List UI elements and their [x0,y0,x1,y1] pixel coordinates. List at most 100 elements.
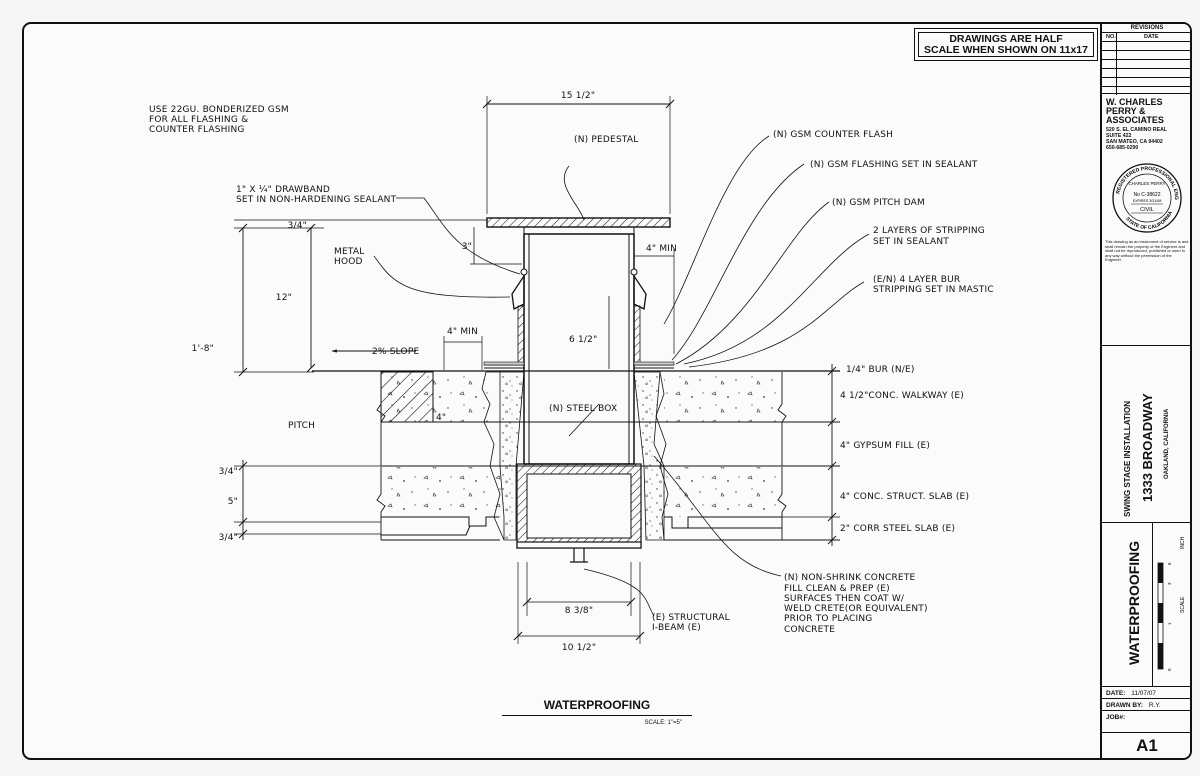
address-line: 650-685-0290 [1106,145,1139,151]
drawing-label: 8 3/8" [565,606,593,616]
address-line: 520 S. EL CAMINO REAL [1106,127,1168,133]
job-label: JOB#: [1106,714,1126,721]
stamp-discipline: CIVIL [1140,207,1154,213]
firm-name-line: ASSOCIATES [1106,115,1164,125]
scale-tick-label: 6 [1167,562,1172,565]
date-value: 11/07/07 [1131,690,1157,697]
drawing-label: 3/4" [288,221,307,231]
stamp-license-no: No C-38622 [1134,192,1161,198]
drawing-label: SET IN NON-HARDENING SEALANT [236,195,397,205]
drawing-label: 15 1/2" [561,91,595,101]
drawing-label: 1'-8" [192,344,214,354]
revisions-row [1102,51,1190,60]
drawing-label: 3" [462,242,472,252]
drawn-by-value: R.Y. [1148,702,1161,709]
drawing-label: 4" [436,413,446,423]
drawing-label: (N) GSM FLASHING SET IN SEALANT [810,160,978,170]
drawing-label: FOR ALL FLASHING & [149,115,248,125]
firm-name-line: PERRY & [1106,106,1146,116]
drawing-scale: SCALE: 1"=5" [644,720,682,727]
firm-info: W. CHARLES PERRY & ASSOCIATES 520 S. EL … [1102,94,1190,346]
half-scale-line-2: SCALE WHEN SHOWN ON 11x17 [924,44,1088,56]
revisions-row [1102,60,1190,69]
half-scale-note-box: DRAWINGS ARE HALF SCALE WHEN SHOWN ON 11… [914,28,1098,61]
firm-name: W. CHARLES PERRY & ASSOCIATES [1102,94,1190,125]
drawing-label: WELD CRETE(OR EQUIVALENT) [784,604,928,614]
revisions-row [1102,69,1190,78]
revisions-col-no: NO. [1106,34,1116,40]
drawing-label: 1" X ¼" DRAWBAND [236,185,330,195]
drawn-by-row: DRAWN BY: R.Y. [1102,699,1190,711]
ownership-disclaimer: This drawing as an instrument of service… [1105,239,1189,263]
revisions-row [1102,78,1190,87]
project-info: SWING STAGE INSTALLATION 1333 BROADWAY O… [1102,346,1190,523]
drawing-label: I-BEAM (E) [652,623,701,633]
drawing-info: DATE: 11/07/07 DRAWN BY: R.Y. JOB#: [1102,687,1190,733]
drawing-label: METAL [334,247,364,257]
sheet-number: A1 [1136,736,1158,755]
address-line: SAN MATEO, CA 94402 [1106,139,1163,145]
drawing-label: 4 1/2"CONC. WALKWAY (E) [840,391,964,401]
stamp-expiration: EXPIRES 3/31/08 [1133,199,1162,203]
drawing-label: 4" CONC. STRUCT. SLAB (E) [840,492,969,502]
scale-tick-label: 1 [1167,622,1172,625]
revisions-col-date: DATE [1144,34,1159,40]
drawing-label: USE 22GU. BONDERIZED GSM [149,105,289,115]
drawing-label: STRIPPING SET IN MASTIC [873,285,994,295]
revisions-header-row: NO. DATE [1102,33,1190,95]
revisions-row [1102,42,1190,51]
firm-address: 520 S. EL CAMINO REAL SUITE 422 SAN MATE… [1102,125,1190,151]
drawing-label: PITCH [288,421,315,431]
scale-label: SCALE [1180,596,1186,613]
job-row: JOB#: [1102,711,1190,723]
title-block: REVISIONS NO. DATE W. CHARLES PERRY & AS… [1100,24,1190,758]
drawing-label: 2% SLOPE [372,347,419,357]
drawing-label: 2 LAYERS OF STRIPPING [873,226,985,236]
drawing-label: (E) STRUCTURAL [652,613,730,623]
drawing-label: (E/N) 4 LAYER BUR [873,275,960,285]
drawing-label: PRIOR TO PLACING [784,614,872,624]
drawing-label: 4" MIN [447,327,478,337]
drawing-label: (N) PEDESTAL [574,135,638,145]
drawing-label: 4" GYPSUM FILL (E) [840,441,930,451]
drawing-label: CONCRETE [784,625,835,635]
drawing-label: 6 1/2" [569,335,597,345]
date-label: DATE: [1106,690,1126,697]
drawing-label: 3/4" [219,533,238,543]
project-line-2: 1333 BROADWAY [1140,393,1155,502]
title-underline [502,715,692,717]
half-scale-line-1: DRAWINGS ARE HALF [949,33,1063,45]
drawing-label: SURFACES THEN COAT W/ [784,594,905,604]
graphic-scale-bar: 0 1 3 6 SCALE INCH [1157,536,1186,671]
address-line: SUITE 422 [1106,133,1132,139]
sheet-title: WATERPROOFING [1126,540,1142,665]
revisions-title: REVISIONS [1102,24,1190,33]
drawing-label: (N) GSM COUNTER FLASH [773,130,893,140]
revisions-table: REVISIONS NO. DATE [1102,24,1190,95]
drawing-label: 10 1/2" [562,643,596,653]
scale-tick-label: 0 [1167,668,1172,671]
drawing-label: HOOD [334,257,363,267]
drawing-label: 5" [228,497,238,507]
firm-name-line: W. CHARLES [1106,97,1163,107]
drawing-label: (N) GSM PITCH DAM [832,198,925,208]
sheet-title-cell: WATERPROOFING 0 1 3 6 SCALE INCH [1102,523,1190,687]
scale-unit: INCH [1180,536,1186,549]
drawing-label: SET IN SEALANT [873,237,949,247]
drawing-label: 3/4" [219,467,238,477]
drawing-label: 1/4" BUR (N/E) [846,365,915,375]
drawing-label: 2" CORR STEEL SLAB (E) [840,524,955,534]
drawing-title-block: WATERPROOFING SCALE: 1"=5" [502,698,692,726]
drawing-label: COUNTER FLASHING [149,125,245,135]
drawing-label: (N) STEEL BOX [549,404,617,414]
drawing-label: 4" MIN [646,244,677,254]
drawing-label: 12" [276,293,292,303]
project-line-1: SWING STAGE INSTALLATION [1123,401,1132,517]
drawn-by-label: DRAWN BY: [1106,702,1144,709]
drawing-label: FILL CLEAN & PREP (E) [784,584,890,594]
date-row: DATE: 11/07/07 [1102,687,1190,699]
drawing-title: WATERPROOFING [543,698,651,712]
scale-tick-label: 3 [1167,582,1172,585]
